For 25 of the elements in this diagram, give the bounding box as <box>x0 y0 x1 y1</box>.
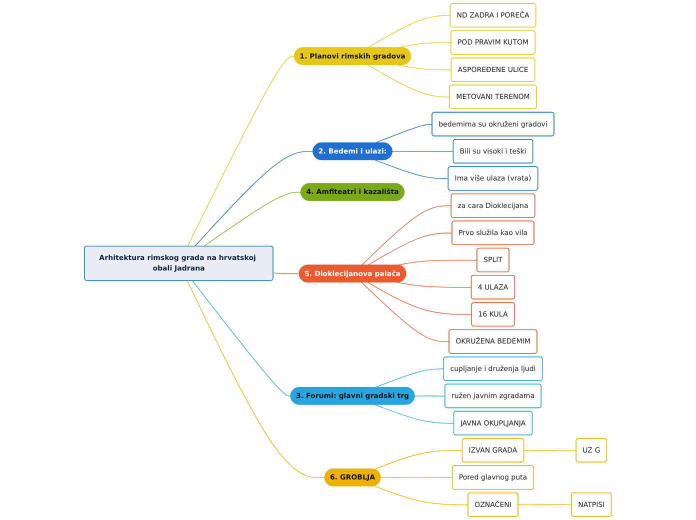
connector <box>374 124 433 144</box>
connector <box>192 280 292 396</box>
connector <box>518 504 572 506</box>
connector <box>374 450 463 470</box>
connector <box>374 160 449 179</box>
connector <box>194 151 314 247</box>
connector <box>397 282 472 288</box>
connector <box>397 260 478 266</box>
connector <box>397 64 452 70</box>
connector <box>361 205 452 266</box>
connector <box>524 450 577 451</box>
connector <box>374 404 454 424</box>
connector <box>367 64 450 98</box>
connector <box>187 280 326 478</box>
connector <box>380 477 453 478</box>
connector <box>204 192 302 247</box>
connector <box>367 232 453 266</box>
connector <box>367 15 451 48</box>
connector <box>374 486 469 506</box>
connector <box>392 151 454 152</box>
connector <box>367 282 472 315</box>
connector <box>273 272 300 274</box>
connector <box>187 56 295 247</box>
connector <box>374 368 444 388</box>
connector <box>361 282 450 342</box>
